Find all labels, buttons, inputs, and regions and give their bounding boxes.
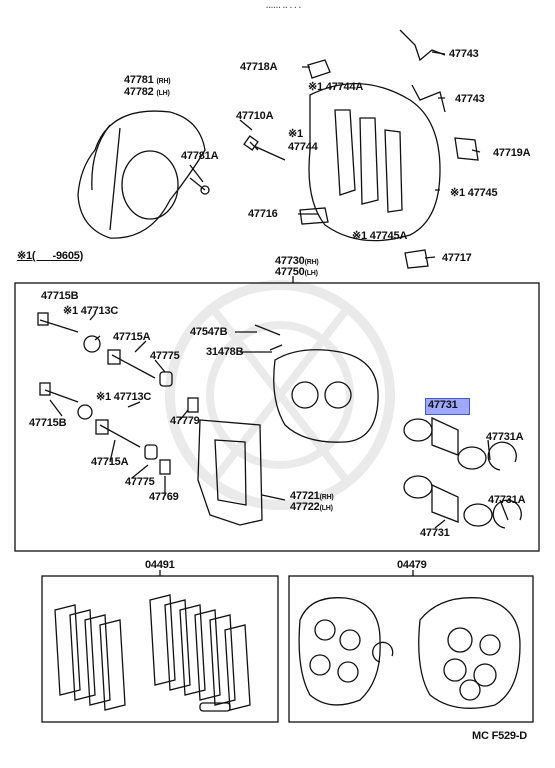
- label-47715b-top[interactable]: 47715B: [41, 290, 79, 302]
- spring-47743a: [399, 29, 446, 62]
- bolt-47715b-top: [39, 319, 79, 333]
- production-note: ※1( -9605): [17, 250, 84, 262]
- seal-bot-left: [403, 475, 433, 499]
- label-47781[interactable]: 47781 (RH): [124, 74, 171, 86]
- boot-47713c-bot: [77, 404, 93, 420]
- clip-47718a: [307, 59, 331, 79]
- spring-47743b: [411, 84, 446, 113]
- label-31478b[interactable]: 31478B: [206, 346, 244, 358]
- label-47781a[interactable]: 47781A: [181, 150, 219, 162]
- label-47769[interactable]: 47769: [149, 491, 179, 503]
- label-47710a[interactable]: 47710A: [236, 110, 274, 122]
- seal-bot-right: [463, 503, 493, 527]
- label-47743-top[interactable]: 47743: [449, 48, 479, 60]
- sleeve-47769: [159, 459, 171, 475]
- label-47750[interactable]: 47750(LH): [275, 266, 318, 278]
- label-47775-top[interactable]: 47775: [150, 350, 180, 362]
- label-04479[interactable]: 04479: [397, 559, 427, 571]
- label-47722[interactable]: 47722(LH): [290, 501, 333, 513]
- watermark-emblem: [165, 280, 395, 510]
- highlight-47731: [425, 398, 470, 415]
- dust-shield: [77, 110, 206, 239]
- header-fragment: ······ ·· · · ·: [266, 3, 302, 12]
- cap-31478b: [269, 344, 283, 351]
- ring-47731a-top: [487, 441, 517, 471]
- bushing-47775-top: [159, 371, 173, 387]
- diagram-code: MC F529-D: [472, 730, 528, 742]
- bushing-47775-bot: [144, 444, 158, 460]
- bolt-47781a: [189, 177, 206, 191]
- label-47715a-bottom[interactable]: 47715A: [91, 456, 129, 468]
- label-47775-bottom[interactable]: 47775: [125, 476, 155, 488]
- piston-47731-top: [431, 416, 459, 456]
- caliper-body: [273, 349, 379, 443]
- label-47713c-bottom[interactable]: ※1 47713C: [96, 391, 152, 403]
- bleeder-47547b: [254, 324, 281, 336]
- pin-47715a-bot: [99, 424, 141, 448]
- clip-47719a: [454, 137, 479, 161]
- label-47715b-bottom[interactable]: 47715B: [29, 417, 67, 429]
- bracket-47721: [197, 419, 263, 526]
- label-47731a-bottom[interactable]: 47731A: [488, 494, 526, 506]
- clip-47717: [404, 249, 429, 269]
- seal-kit-box: [288, 575, 534, 723]
- label-47730[interactable]: 47730(RH): [275, 255, 319, 267]
- seal-kit-parts: [298, 597, 521, 709]
- clip-47716: [299, 207, 329, 225]
- label-47715a-top[interactable]: 47715A: [113, 331, 151, 343]
- label-47744a[interactable]: ※1 47744A: [308, 81, 364, 93]
- label-47731-bottom[interactable]: 47731: [420, 527, 450, 539]
- sleeve-47779: [187, 397, 199, 413]
- bolt-47710a: [249, 141, 286, 161]
- label-47745a[interactable]: ※1 47745A: [352, 230, 408, 242]
- boot-47713c-top: [83, 335, 101, 353]
- caliper-top: [308, 82, 441, 242]
- caliper-kit-frame: [14, 282, 540, 552]
- label-47721[interactable]: 47721(RH): [290, 490, 334, 502]
- label-47719a[interactable]: 47719A: [493, 147, 531, 159]
- seal-top-right: [457, 446, 487, 470]
- label-47717[interactable]: 47717: [442, 252, 472, 264]
- pin-47715a-top: [111, 354, 156, 379]
- label-04491[interactable]: 04491: [145, 559, 175, 571]
- label-47547b[interactable]: 47547B: [190, 326, 228, 338]
- piston-47731-bot: [431, 483, 459, 523]
- label-47731a-top[interactable]: 47731A: [486, 431, 524, 443]
- label-47743-mid[interactable]: 47743: [455, 93, 485, 105]
- label-47744[interactable]: ※1 47744: [288, 128, 318, 153]
- label-47731-highlighted[interactable]: 47731: [428, 399, 458, 411]
- label-47716[interactable]: 47716: [248, 208, 278, 220]
- brake-pads: [54, 594, 251, 712]
- label-47782[interactable]: 47782 (LH): [124, 86, 170, 98]
- seal-top-left: [403, 418, 433, 442]
- label-47779[interactable]: 47779: [170, 415, 200, 427]
- label-47713c-top[interactable]: ※1 47713C: [63, 305, 119, 317]
- label-47718a[interactable]: 47718A: [240, 61, 278, 73]
- label-47745[interactable]: ※1 47745: [450, 187, 498, 199]
